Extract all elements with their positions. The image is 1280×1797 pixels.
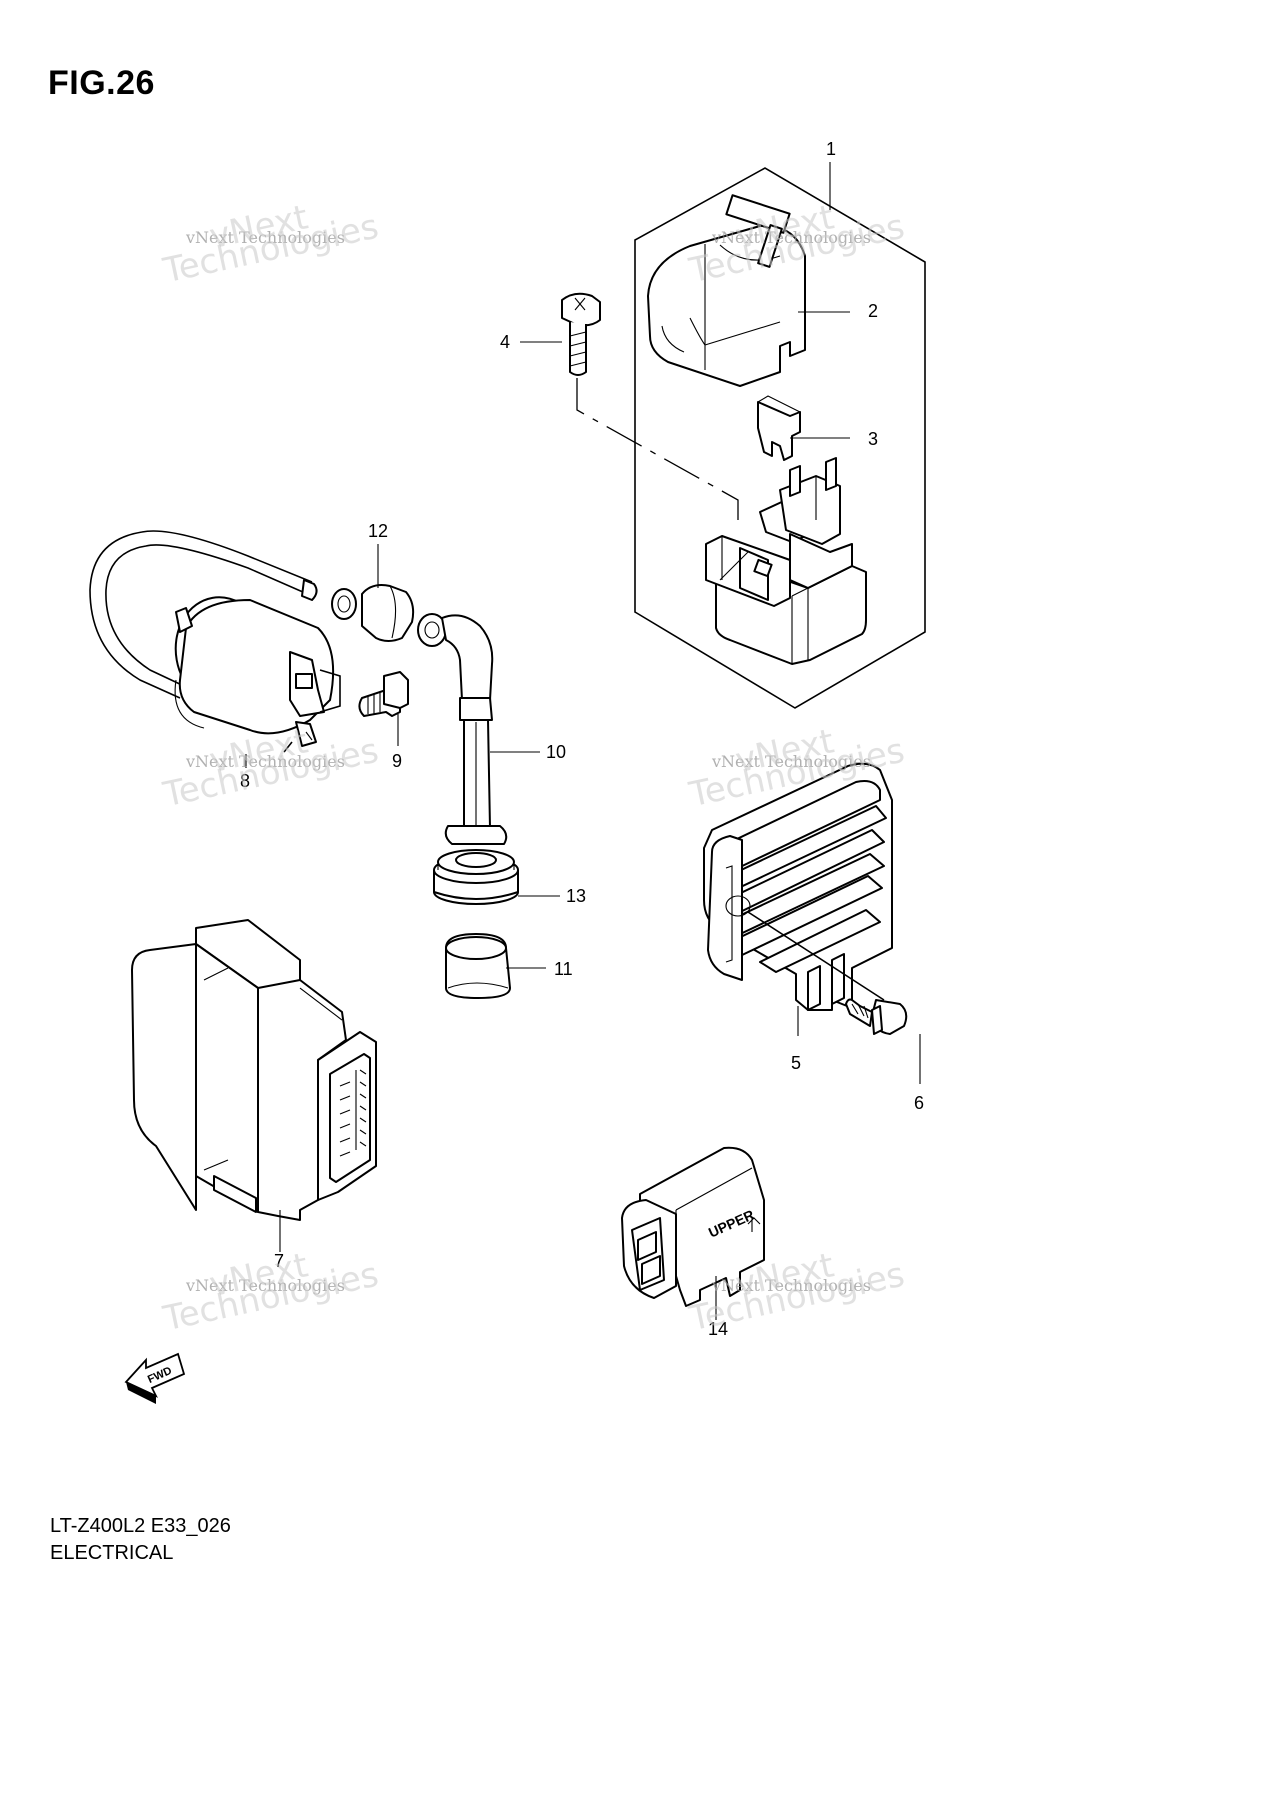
callout-13[interactable]: 13 xyxy=(566,886,587,906)
callout-7[interactable]: 7 xyxy=(274,1251,285,1271)
part-ignition-coil xyxy=(89,530,341,753)
part-grommet xyxy=(433,849,519,905)
callout-9[interactable]: 9 xyxy=(392,751,403,771)
callout-10[interactable]: 10 xyxy=(546,742,567,762)
part-regulator-rectifier xyxy=(703,762,893,1011)
figure-title: FIG.26 xyxy=(48,64,155,102)
callout-5[interactable]: 5 xyxy=(791,1053,802,1073)
callout-8[interactable]: 8 xyxy=(240,771,251,791)
section-name: ELECTRICAL xyxy=(50,1542,174,1564)
part-connector xyxy=(621,1146,765,1307)
part-ecm xyxy=(131,919,377,1221)
callout-14[interactable]: 14 xyxy=(708,1319,729,1339)
part-relay-cap xyxy=(647,194,806,387)
part-bolt-9 xyxy=(358,671,409,717)
part-bolt-4 xyxy=(561,292,601,376)
callout-11[interactable]: 11 xyxy=(554,959,573,979)
callout-6[interactable]: 6 xyxy=(914,1093,925,1113)
fwd-arrow-icon xyxy=(124,1352,186,1404)
callout-4[interactable]: 4 xyxy=(500,332,511,352)
model-code: LT-Z400L2 E33_026 xyxy=(50,1515,231,1537)
part-starter-relay xyxy=(705,457,867,665)
callout-3[interactable]: 3 xyxy=(868,429,879,449)
part-fuse xyxy=(757,395,801,461)
callout-2[interactable]: 2 xyxy=(868,301,879,321)
callout-12[interactable]: 12 xyxy=(368,521,389,541)
leader-lines xyxy=(245,162,921,1320)
callout-1[interactable]: 1 xyxy=(826,139,837,159)
assembly-frame-1 xyxy=(634,167,926,709)
part-boot xyxy=(331,584,415,642)
part-cap xyxy=(445,933,511,999)
part-plug-cap xyxy=(417,613,508,845)
part-bolt-6 xyxy=(845,998,908,1035)
